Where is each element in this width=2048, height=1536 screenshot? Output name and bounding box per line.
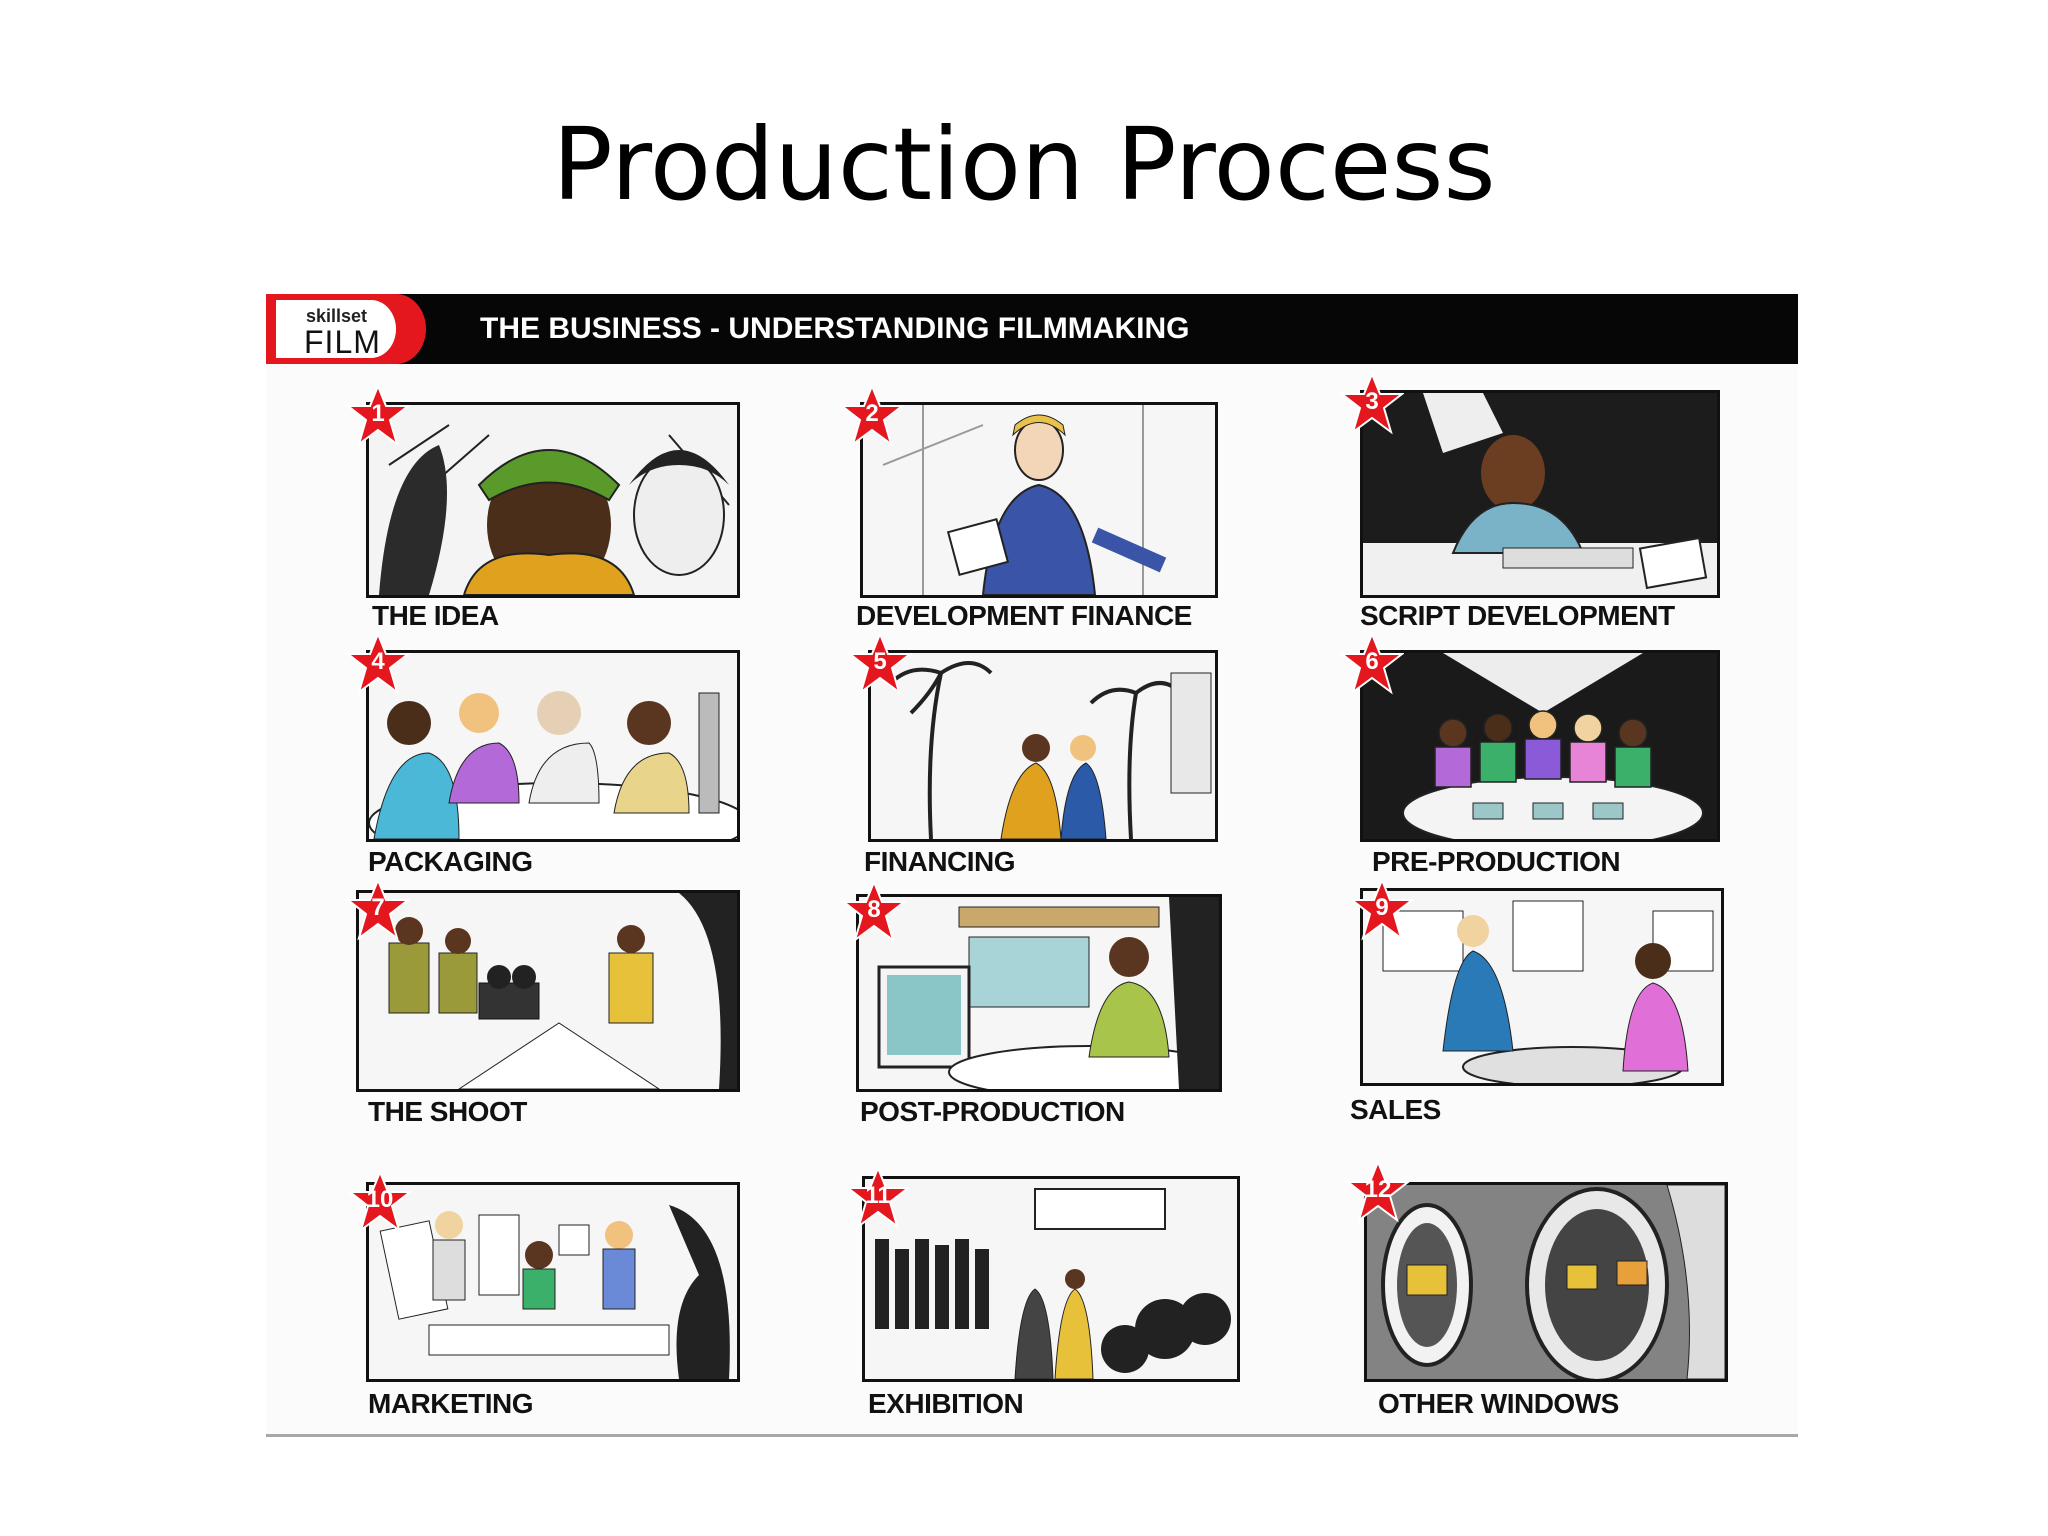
caption-financing: FINANCING	[864, 846, 1015, 878]
filmmaking-poster: skillset FILM THE BUSINESS - UNDERSTANDI…	[266, 294, 1798, 1437]
caption-development-finance: DEVELOPMENT FINANCE	[856, 600, 1192, 632]
pitch-icon	[860, 402, 1218, 598]
poster-header-bar: skillset FILM THE BUSINESS - UNDERSTANDI…	[266, 294, 1798, 364]
caption-exhibition: EXHIBITION	[868, 1388, 1023, 1420]
caption-post-production: POST-PRODUCTION	[860, 1096, 1125, 1128]
caption-other-windows: OTHER WINDOWS	[1378, 1388, 1619, 1420]
film-camera-icon	[356, 890, 740, 1092]
skillset-film-logo: skillset FILM	[266, 294, 426, 364]
slide-title: Production Process	[0, 100, 2048, 230]
logo-line2: FILM	[304, 324, 381, 361]
step-badge-3: 3	[1340, 372, 1404, 436]
airplane-window-icon	[1364, 1182, 1728, 1382]
step-badge-9: 9	[1350, 878, 1414, 942]
caption-script-development: SCRIPT DEVELOPMENT	[1360, 600, 1675, 632]
sales-booth-icon	[1360, 888, 1724, 1086]
step-badge-5: 5	[848, 632, 912, 696]
caption-sales: SALES	[1350, 1094, 1441, 1126]
step-badge-4: 4	[346, 632, 410, 696]
meeting-table-icon	[366, 650, 740, 842]
step-badge-10: 10	[348, 1170, 412, 1234]
step-badge-1: 1	[346, 384, 410, 448]
people-closeup-icon	[366, 402, 740, 598]
step-badge-7: 7	[346, 878, 410, 942]
caption-the-idea: THE IDEA	[372, 600, 499, 632]
logo-badge: skillset FILM	[276, 300, 396, 358]
caption-marketing: MARKETING	[368, 1388, 533, 1420]
step-badge-12: 12	[1346, 1160, 1410, 1224]
step-badge-2: 2	[840, 384, 904, 448]
poster-header-text: THE BUSINESS - UNDERSTANDING FILMMAKING	[480, 312, 1189, 346]
palm-street-icon	[868, 650, 1218, 842]
caption-pre-production: PRE-PRODUCTION	[1372, 846, 1620, 878]
step-badge-8: 8	[842, 880, 906, 944]
writer-desk-icon	[1360, 390, 1720, 598]
editing-suite-icon	[856, 894, 1222, 1092]
premiere-crowd-icon	[862, 1176, 1240, 1382]
caption-the-shoot: THE SHOOT	[368, 1096, 527, 1128]
step-badge-11: 11	[846, 1166, 910, 1230]
crew-table-icon	[1360, 650, 1720, 842]
caption-packaging: PACKAGING	[368, 846, 533, 878]
step-badge-6: 6	[1340, 632, 1404, 696]
marketing-office-icon	[366, 1182, 740, 1382]
